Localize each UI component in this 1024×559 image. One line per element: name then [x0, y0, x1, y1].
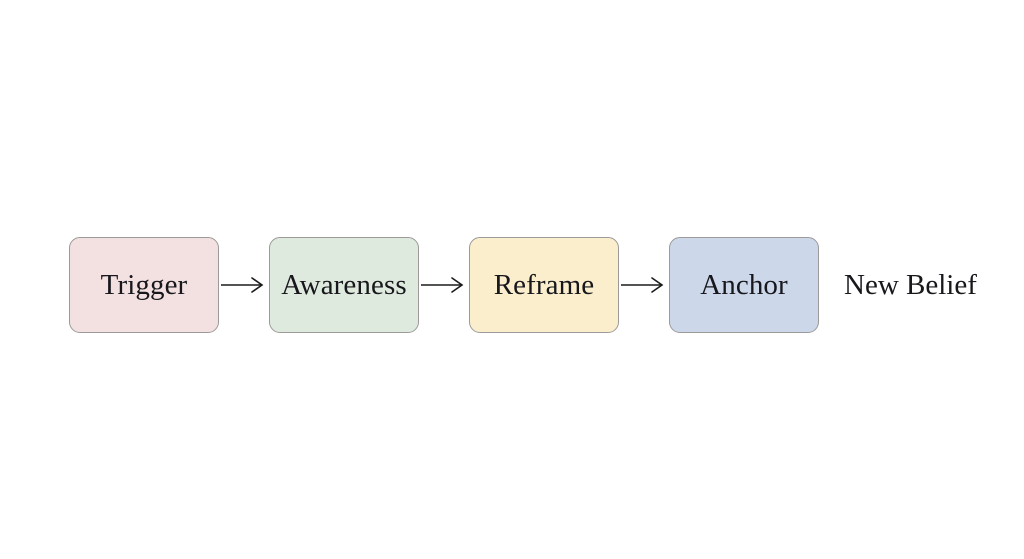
- flow-node-trigger[interactable]: Trigger: [69, 237, 219, 333]
- flow-sequence: Trigger Awareness Reframe: [69, 237, 977, 333]
- flow-node-label: Awareness: [281, 268, 407, 301]
- flow-node-label: Reframe: [493, 268, 595, 301]
- flow-node-label: Trigger: [100, 268, 188, 301]
- flow-node-anchor[interactable]: Anchor: [669, 237, 819, 333]
- flow-node-label: Anchor: [700, 268, 788, 301]
- arrow-right-icon-3: [619, 273, 669, 297]
- arrow-right-icon-1: [219, 273, 269, 297]
- flow-node-reframe[interactable]: Reframe: [469, 237, 619, 333]
- arrow-right-icon-2: [419, 273, 469, 297]
- flow-node-awareness[interactable]: Awareness: [269, 237, 419, 333]
- flow-terminal-label: New Belief: [844, 268, 977, 301]
